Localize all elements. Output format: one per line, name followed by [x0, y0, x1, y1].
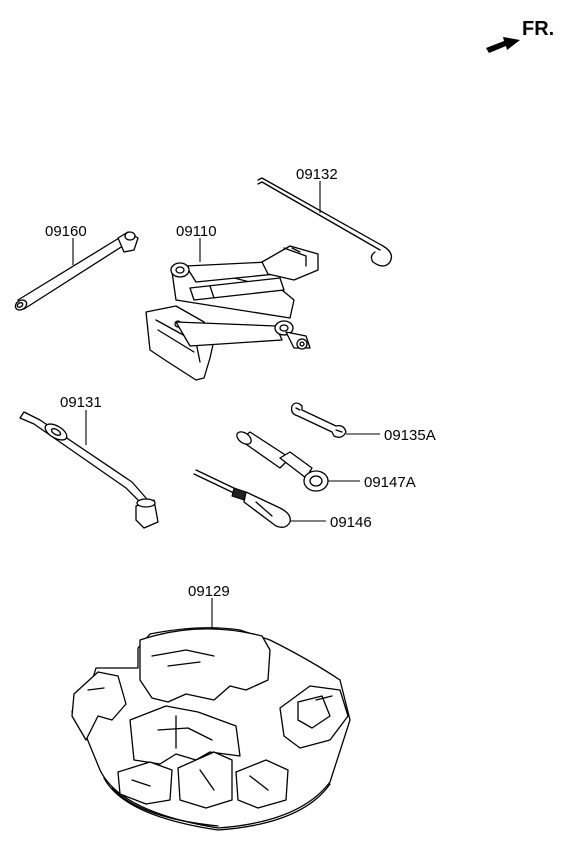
part-number-09131: 09131: [60, 394, 102, 411]
front-direction-arrow-icon: [486, 37, 520, 53]
part-number-09160: 09160: [45, 223, 87, 240]
front-direction-label: FR.: [522, 18, 554, 40]
hook-rod-icon: [257, 177, 393, 267]
scissor-jack-icon: [145, 245, 319, 381]
open-end-wrench-icon: [290, 402, 347, 438]
part-number-09135A: 09135A: [384, 427, 436, 444]
part-number-09147A: 09147A: [364, 474, 416, 491]
screwdriver-icon: [193, 469, 291, 528]
jack-handle-bar-icon: [14, 231, 139, 311]
part-number-09146: 09146: [330, 514, 372, 531]
socket-wrench-icon: [236, 431, 329, 492]
lug-wrench-icon: [19, 411, 159, 529]
part-number-09110: 09110: [176, 223, 217, 240]
part-number-09129: 09129: [188, 583, 230, 600]
part-number-09132: 09132: [296, 166, 338, 183]
foam-tool-tray-icon: [71, 627, 351, 831]
